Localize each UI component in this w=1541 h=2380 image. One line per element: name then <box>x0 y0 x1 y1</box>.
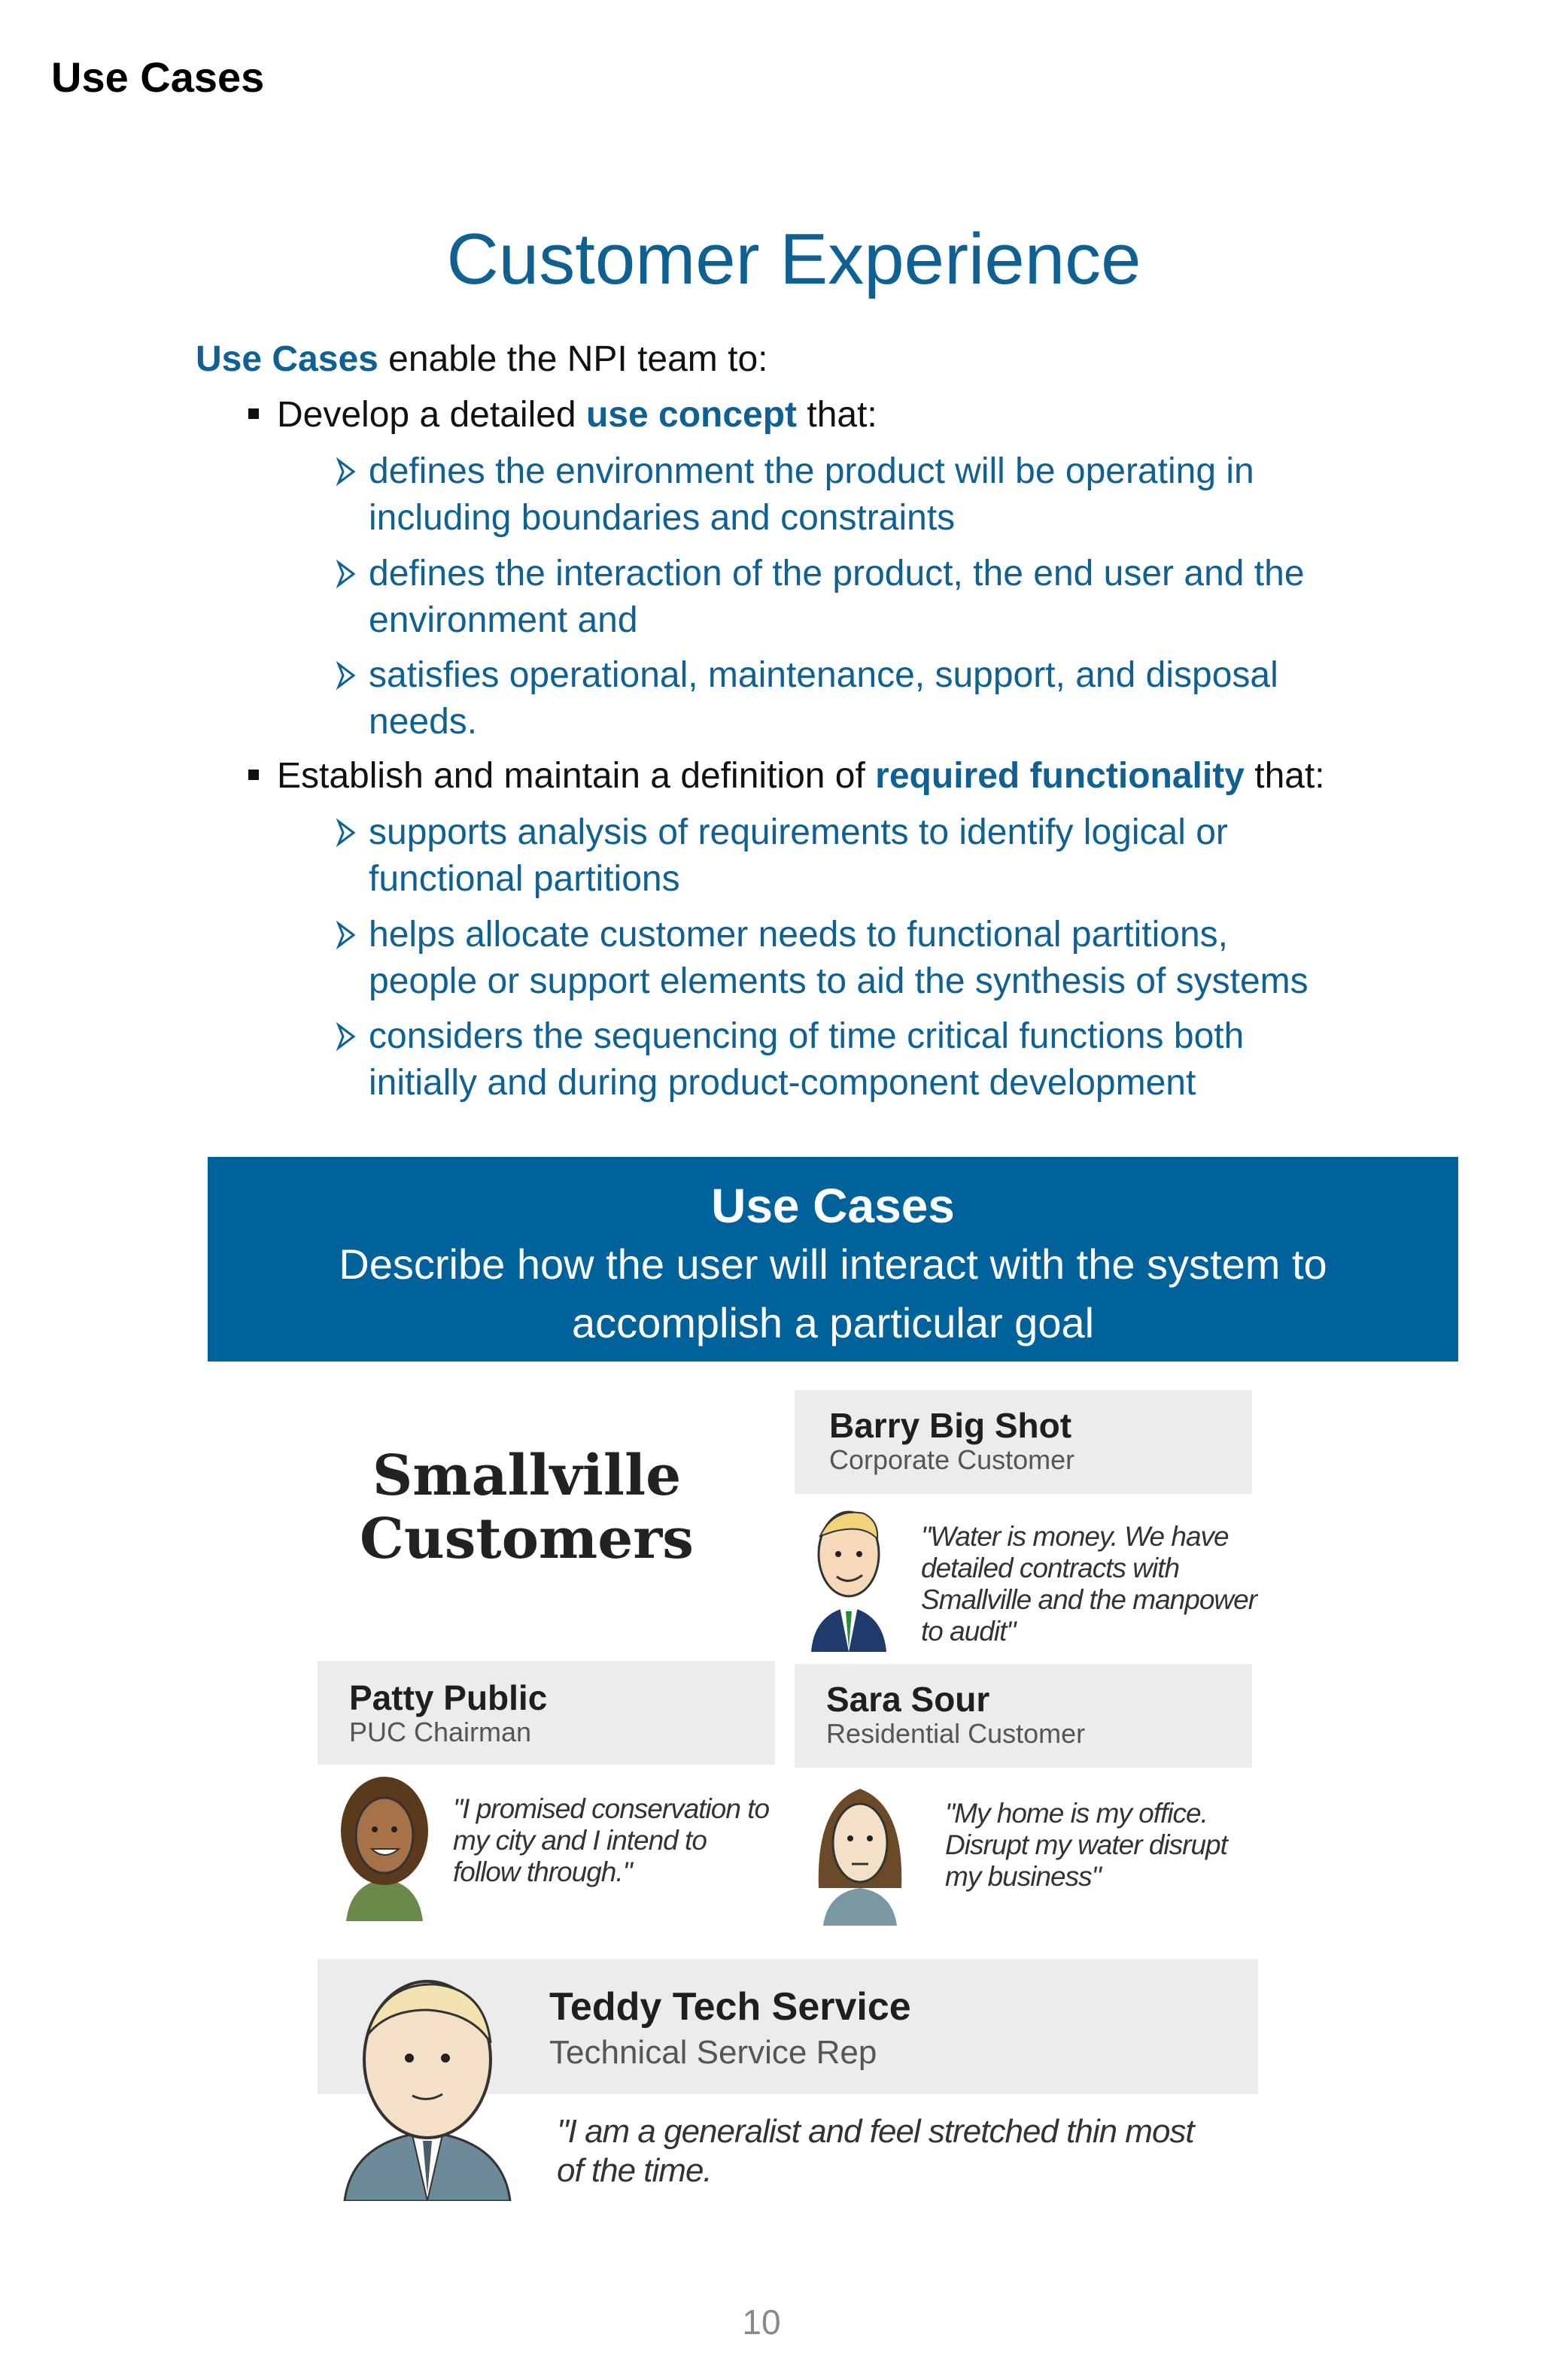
patty-avatar-icon <box>341 1777 428 1921</box>
persona-name: Patty Public <box>349 1678 548 1717</box>
persona-quote-sara: "My home is my office. Disrupt my water … <box>945 1798 1228 1893</box>
barry-avatar-icon <box>811 1510 886 1652</box>
persona-role: Corporate Customer <box>829 1444 1075 1475</box>
sub-bullet-line: people or support elements to aid the sy… <box>369 961 1308 1001</box>
intro-keyword: Use Cases <box>196 339 378 379</box>
sub-bullet: defines the interaction of the product, … <box>336 551 1305 644</box>
arrow-bullet-icon <box>336 818 356 848</box>
slide-title: Customer Experience <box>446 219 1141 299</box>
sub-bullet: considers the sequencing of time critica… <box>336 1013 1245 1107</box>
figure-heading-line: Customers <box>360 1507 694 1571</box>
sub-bullet-line: supports analysis of requirements to ide… <box>369 812 1228 852</box>
banner-line: accomplish a particular goal <box>571 1299 1095 1346</box>
quote-line: Disrupt my water disrupt <box>945 1829 1228 1860</box>
quote-line: "I am a generalist and feel stretched th… <box>557 2113 1195 2150</box>
quote-line: my city and I intend to <box>453 1825 707 1856</box>
persona-role: Technical Service Rep <box>549 2034 877 2071</box>
sub-bullet: satisfies operational, maintenance, supp… <box>336 652 1278 745</box>
quote-line: my business" <box>945 1861 1102 1892</box>
quote-line: Smallville and the manpower <box>921 1584 1257 1615</box>
quote-line: to audit" <box>921 1616 1017 1647</box>
intro-text: enable the NPI team to: <box>378 339 768 379</box>
arrow-bullet-icon <box>336 457 356 487</box>
sub-bullet: helps allocate customer needs to functio… <box>336 912 1308 1005</box>
page-header: Use Cases <box>51 53 265 101</box>
bullet-prefix: Develop a detailed <box>277 395 586 435</box>
bullet-prefix: Establish and maintain a definition of <box>277 756 876 796</box>
sub-bullet: supports analysis of requirements to ide… <box>336 809 1228 903</box>
quote-line: of the time. <box>557 2152 713 2189</box>
arrow-bullet-icon <box>336 559 356 589</box>
square-bullet-icon <box>248 770 259 781</box>
intro-line: Use Cases enable the NPI team to: <box>196 338 767 380</box>
sub-bullet-line: functional partitions <box>369 859 680 899</box>
bullet-keyword: use concept <box>585 395 798 435</box>
quote-line: "I promised conservation to <box>453 1793 770 1824</box>
bullet-suffix: that: <box>797 395 877 435</box>
sub-bullet-line: defines the environment the product will… <box>369 451 1254 491</box>
sub-bullet-line: environment and <box>369 600 638 640</box>
persona-role: Residential Customer <box>826 1718 1086 1749</box>
sub-bullet-line: needs. <box>369 702 478 742</box>
quote-line: "Water is money. We have <box>921 1521 1229 1552</box>
bullet-use-concept: Develop a detailed use concept that: <box>248 394 877 436</box>
sub-bullet-line: initially and during product-component d… <box>369 1063 1196 1103</box>
persona-name: Sara Sour <box>826 1680 990 1719</box>
quote-line: "My home is my office. <box>945 1798 1208 1829</box>
sub-bullet-line: satisfies operational, maintenance, supp… <box>369 655 1278 695</box>
sub-bullet-line: considers the sequencing of time critica… <box>369 1016 1245 1056</box>
sara-avatar-icon <box>818 1789 902 1926</box>
quote-line: detailed contracts with <box>921 1553 1180 1583</box>
square-bullet-icon <box>248 408 259 420</box>
sub-bullet-line: including boundaries and constraints <box>369 498 956 538</box>
persona-quote-patty: "I promised conservation to my city and … <box>453 1793 770 1888</box>
banner-title: Use Cases <box>711 1179 955 1233</box>
quote-line: follow through." <box>453 1856 633 1887</box>
sub-bullet-line: defines the interaction of the product, … <box>369 554 1305 593</box>
persona-quote-teddy: "I am a generalist and feel stretched th… <box>557 2112 1195 2190</box>
persona-role: PUC Chairman <box>349 1717 532 1747</box>
persona-name: Teddy Tech Service <box>549 1985 911 2029</box>
bullet-keyword: required functionality <box>875 756 1245 796</box>
bullet-required-functionality: Establish and maintain a definition of r… <box>248 755 1325 797</box>
persona-quote-barry: "Water is money. We have detailed contra… <box>921 1521 1257 1647</box>
figure-heading-line: Smallville <box>372 1443 682 1508</box>
persona-name: Barry Big Shot <box>829 1406 1072 1445</box>
sub-bullet-line: helps allocate customer needs to functio… <box>369 915 1228 955</box>
sub-bullet: defines the environment the product will… <box>336 448 1254 542</box>
bullet-suffix: that: <box>1244 756 1325 796</box>
arrow-bullet-icon <box>336 660 356 691</box>
arrow-bullet-icon <box>336 920 356 950</box>
arrow-bullet-icon <box>336 1022 356 1052</box>
page-number: 10 <box>742 2303 781 2342</box>
use-cases-banner: Use Cases Describe how the user will int… <box>208 1157 1458 1362</box>
persona-card-sara: Sara Sour Residential Customer <box>795 1664 1252 1768</box>
persona-card-barry: Barry Big Shot Corporate Customer <box>795 1390 1252 1494</box>
figure-heading: Smallville Customers <box>324 1444 730 1571</box>
teddy-avatar-icon <box>343 1980 512 2201</box>
persona-card-patty: Patty Public PUC Chairman <box>318 1661 775 1765</box>
banner-line: Describe how the user will interact with… <box>339 1240 1327 1288</box>
